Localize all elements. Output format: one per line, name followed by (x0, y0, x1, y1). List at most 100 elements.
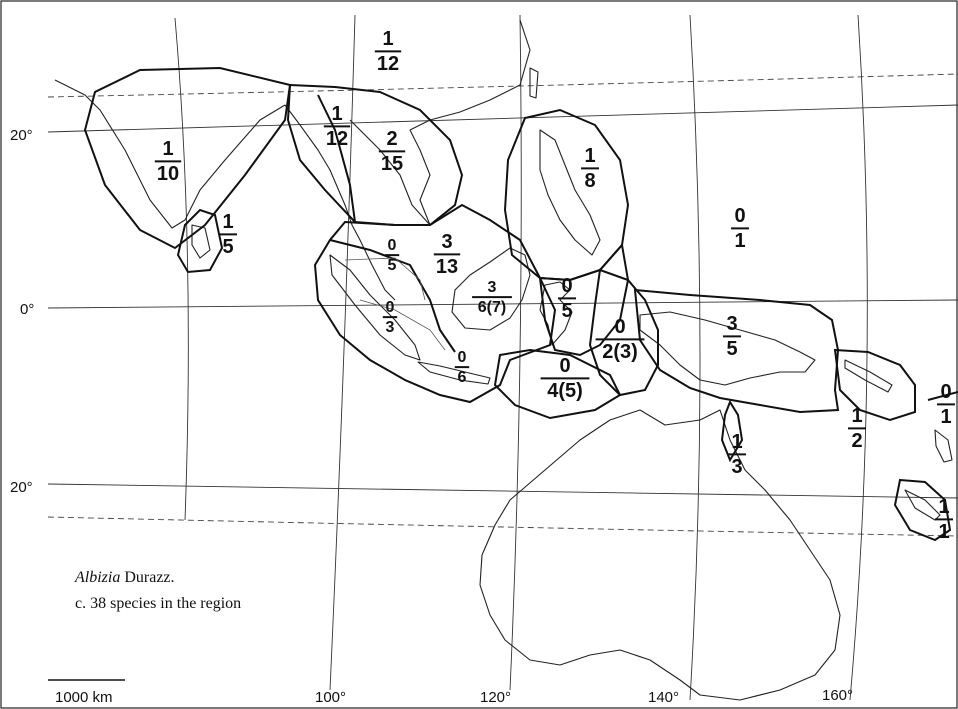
fraction-numerator: 1 (938, 496, 949, 518)
fraction-numerator: 3 (441, 231, 452, 253)
coast-australia (479, 409, 841, 701)
fraction-numerator: 1 (331, 103, 342, 125)
fraction-numerator: 1 (731, 431, 742, 453)
fraction-java: 06 (454, 349, 470, 386)
fraction-solomons: 12 (848, 405, 866, 452)
fraction-sulawesi: 05 (558, 275, 576, 322)
lat-label-20s: 20° (10, 479, 33, 496)
boundary-fiji (927, 391, 958, 401)
fraction-denominator: 12 (377, 53, 399, 75)
lon-label-140: 140° (648, 689, 679, 706)
fraction-top-outside: 112 (374, 28, 402, 75)
fraction-denominator: 1 (940, 406, 951, 428)
coast-taiwan (529, 67, 539, 99)
fraction-denominator: 3 (386, 319, 395, 336)
fraction-indochina: 215 (378, 128, 406, 175)
fraction-numerator: 0 (561, 275, 572, 297)
fraction-new-guinea: 35 (723, 313, 741, 360)
fraction-numerator: 0 (940, 381, 951, 403)
fraction-denominator: 4(5) (547, 380, 583, 402)
tropic-of-capricorn (47, 516, 958, 537)
coast-indochina-east (349, 19, 531, 226)
boundary-thai-malaya-split (317, 94, 356, 223)
fraction-denominator: 10 (157, 163, 179, 185)
lat-label-20n: 20° (10, 127, 33, 144)
fraction-numerator: 2 (386, 128, 397, 150)
coast-new-caledonia (904, 489, 941, 521)
graticule (47, 14, 958, 701)
fraction-numerator: 1 (584, 145, 595, 167)
lon-label-100: 100° (315, 689, 346, 706)
lon-label-160: 160° (822, 687, 853, 704)
boundary-solomons (833, 348, 916, 422)
fraction-denominator: 6 (458, 369, 467, 386)
fraction-numerator: 0 (386, 299, 395, 316)
coast-java (417, 361, 491, 385)
fraction-borneo: 3 6(7) (472, 279, 512, 316)
fraction-numerator: 3 (488, 279, 497, 296)
fraction-denominator: 13 (436, 256, 458, 278)
fraction-micronesia: 01 (731, 205, 749, 252)
scale-label: 1000 km (55, 689, 113, 706)
fraction-burma: 112 (323, 103, 351, 150)
region-boundaries (83, 66, 958, 542)
coast-india (54, 79, 286, 229)
fraction-moluccas: 0 2(3) (595, 316, 645, 363)
fraction-india: 110 (154, 138, 182, 185)
fraction-fiji: 01 (937, 381, 955, 428)
fraction-malaya: 05 (384, 237, 400, 274)
boundary-india (83, 66, 292, 250)
fraction-sri-lanka: 15 (219, 211, 237, 258)
boundary-sulawesi-moluccas (538, 242, 630, 357)
fraction-numerator: 0 (614, 316, 625, 338)
boundary-sunda-inner (329, 239, 456, 353)
fraction-numerator: 1 (382, 28, 393, 50)
boundary-moluccas (588, 268, 659, 397)
fraction-denominator: 5 (388, 257, 397, 274)
fraction-denominator: 5 (222, 236, 233, 258)
lat-label-equator: 0° (20, 301, 34, 318)
fraction-queensland: 13 (728, 431, 746, 478)
fraction-numerator: 0 (388, 237, 397, 254)
fraction-denominator: 6(7) (478, 299, 506, 316)
fraction-denominator: 1 (938, 521, 949, 543)
coast-borneo (451, 247, 531, 331)
fraction-new-caledonia: 11 (935, 496, 953, 543)
boundary-queensland-tip (720, 399, 744, 463)
inner-boundaries (344, 257, 446, 351)
boundary-burma-indochina (286, 83, 464, 226)
fraction-denominator: 1 (734, 230, 745, 252)
fraction-numerator: 0 (559, 355, 570, 377)
fraction-borneo-north: 313 (433, 231, 461, 278)
fraction-numerator: 1 (162, 138, 173, 160)
boundary-west-malesia (313, 203, 557, 404)
fraction-numerator: 1 (222, 211, 233, 233)
fraction-denominator: 5 (726, 338, 737, 360)
lon-label-120: 120° (480, 689, 511, 706)
boundary-sri-lanka (176, 208, 224, 274)
fraction-sumatra: 03 (382, 299, 398, 336)
lat-line-20s (47, 483, 958, 499)
tropic-lines (47, 73, 958, 537)
lon-line-160 (849, 14, 868, 701)
fraction-denominator: 12 (326, 128, 348, 150)
fraction-numerator: 0 (458, 349, 467, 366)
coast-sumatra (329, 254, 421, 361)
fraction-denominator: 2(3) (602, 341, 638, 363)
fraction-denominator: 8 (584, 170, 595, 192)
fraction-philippines: 18 (581, 145, 599, 192)
fraction-denominator: 5 (561, 300, 572, 322)
boundary-new-caledonia (893, 478, 952, 542)
coast-solomons (844, 359, 893, 393)
coast-new-guinea (639, 311, 816, 386)
map-subtitle: c. 38 species in the region (75, 595, 241, 612)
lon-line-140 (689, 14, 701, 701)
coastlines (54, 19, 953, 701)
fraction-numerator: 1 (851, 405, 862, 427)
map-title: Albizia Durazz. (74, 569, 175, 586)
lat-line-20n (47, 104, 958, 133)
lon-line-100 (329, 14, 356, 691)
fraction-numerator: 0 (734, 205, 745, 227)
